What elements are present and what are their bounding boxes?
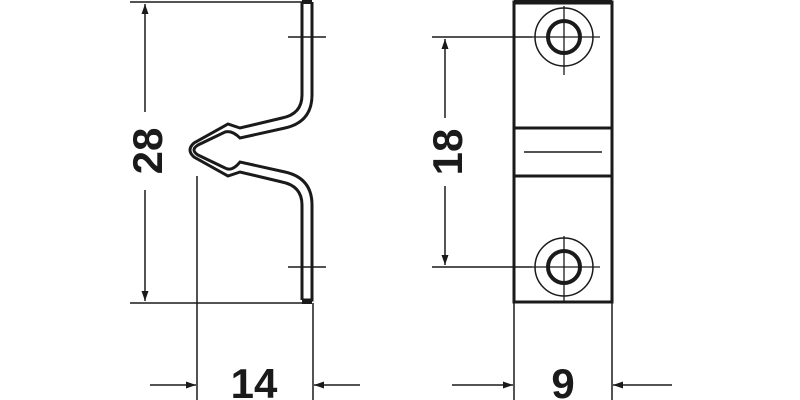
side-view [130, 0, 326, 400]
bottom-screw-hole [532, 236, 600, 303]
front-view [432, 0, 614, 400]
dimension-label-28: 28 [124, 128, 171, 175]
spring-strip-inner [188, 2, 304, 300]
top-screw-hole [532, 6, 600, 75]
spring-strip-outer [192, 2, 314, 302]
dimension-label-9: 9 [551, 360, 574, 400]
dimension-label-14: 14 [231, 360, 278, 400]
dimension-label-18: 18 [424, 129, 471, 176]
